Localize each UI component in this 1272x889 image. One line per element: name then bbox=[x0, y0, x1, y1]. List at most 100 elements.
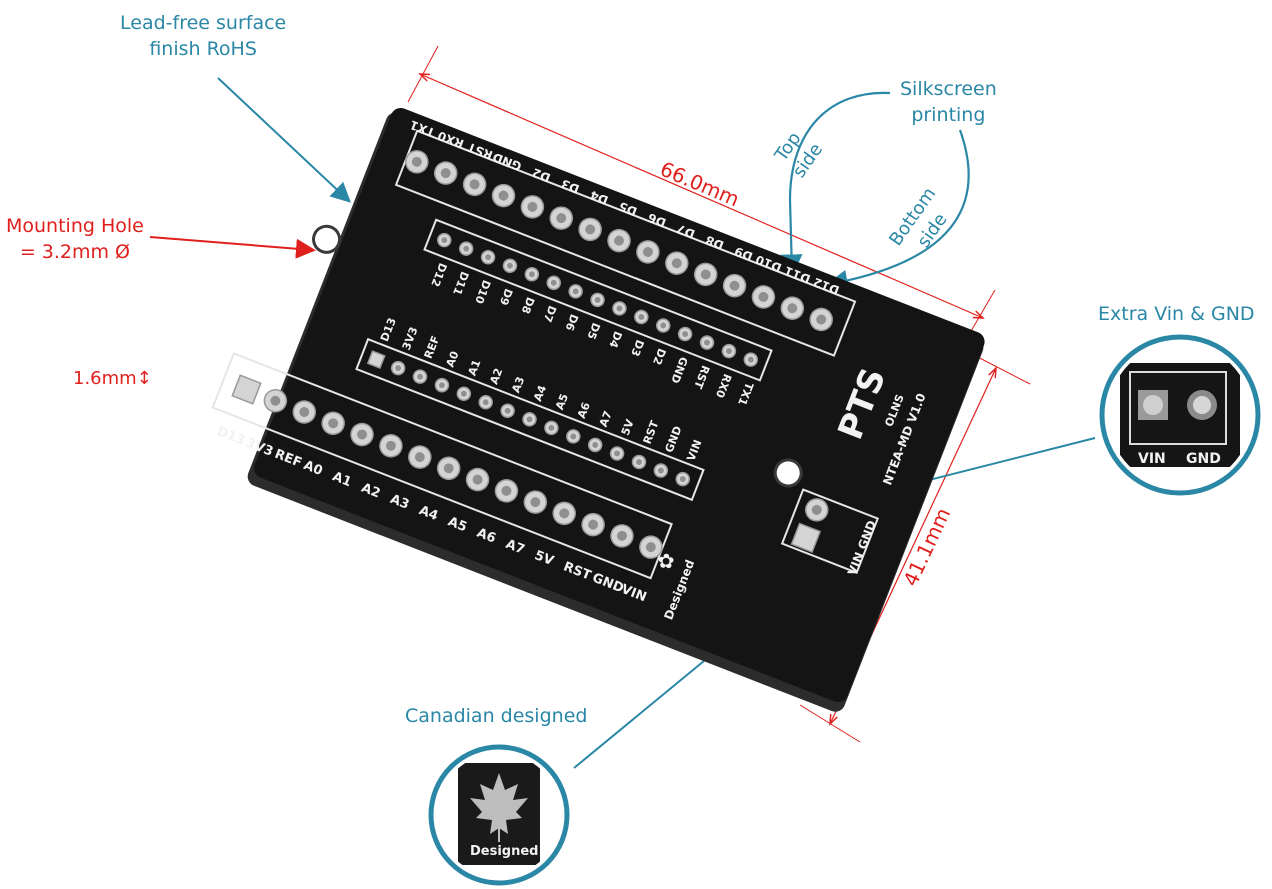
lead-free-note: Lead-free surface finish RoHS bbox=[120, 12, 287, 60]
bottom-row-label: A4 bbox=[417, 503, 440, 524]
bottom-row-pad-hole bbox=[357, 429, 367, 440]
upper-inner-outline bbox=[423, 218, 773, 382]
top-row-pad-hole bbox=[642, 246, 653, 257]
lower-inner-pad-hole bbox=[417, 373, 423, 380]
lower-inner-pad-hole bbox=[679, 476, 686, 483]
inset-gnd-label: GND bbox=[1186, 451, 1221, 467]
top-row-label: D2 bbox=[530, 165, 552, 185]
bottom-row-pad-hole bbox=[328, 418, 339, 429]
upper-inner-label: D2 bbox=[650, 346, 668, 366]
bottom-row-pad-hole bbox=[501, 485, 512, 496]
vin-gnd-round-pad-hole bbox=[811, 504, 822, 515]
upper-inner-pad-hole bbox=[528, 271, 535, 278]
upper-inner-pad-hole bbox=[660, 322, 667, 329]
bottom-row-label: 5V bbox=[532, 548, 555, 569]
lower-inner-pad-hole bbox=[439, 382, 445, 389]
upper-inner-pad-hole bbox=[441, 237, 448, 244]
upper-inner-label: D4 bbox=[606, 329, 624, 350]
lower-inner-label: A3 bbox=[509, 375, 527, 395]
upper-inner-pad-hole bbox=[725, 348, 732, 355]
bottom-row-pad-hole bbox=[270, 395, 281, 406]
extra-vin-gnd-note: Extra Vin & GND bbox=[1098, 303, 1255, 325]
upper-inner-pad-hole bbox=[704, 339, 710, 346]
bottom-row-label: A3 bbox=[388, 492, 411, 513]
bottom-row-label: A6 bbox=[475, 526, 498, 547]
lower-inner-label: A6 bbox=[575, 400, 593, 420]
top-row-pad-hole bbox=[758, 291, 769, 302]
top-row-pad-hole bbox=[787, 303, 798, 314]
upper-inner-pad-hole bbox=[550, 279, 557, 286]
upper-inner-pad-hole bbox=[507, 262, 513, 269]
top-row-label: D9 bbox=[733, 244, 755, 264]
bottom-row-pad-hole bbox=[559, 508, 570, 519]
upper-inner-pad-hole bbox=[463, 245, 470, 252]
bottom-row-label: A7 bbox=[503, 537, 526, 558]
bottom-row-pad-hole bbox=[588, 519, 599, 530]
lower-inner-pad-hole bbox=[636, 459, 642, 465]
mounting-hole-arrow bbox=[149, 236, 316, 259]
lower-inner-label: A1 bbox=[465, 358, 483, 378]
bottom-row-pad-hole bbox=[645, 542, 656, 553]
mounting-hole-left bbox=[312, 224, 342, 254]
thickness-label: 1.6mm↕ bbox=[73, 368, 152, 389]
upper-inner-label: D5 bbox=[584, 321, 602, 341]
length-dimension-line bbox=[420, 74, 983, 318]
bottom-row-label: A5 bbox=[446, 514, 469, 535]
pcb-surface bbox=[254, 107, 985, 703]
lower-inner-pad-hole bbox=[657, 467, 664, 474]
top-row-pad-hole bbox=[700, 269, 711, 280]
upper-inner-pad-hole bbox=[638, 314, 645, 320]
lower-inner-pad-hole bbox=[570, 433, 577, 440]
vin-gnd-square-pad bbox=[790, 522, 822, 554]
bottom-row-pad-hole bbox=[385, 440, 396, 451]
upper-inner-label: D3 bbox=[628, 338, 646, 358]
lower-inner-pad-hole bbox=[526, 416, 533, 423]
upper-inner-label: D8 bbox=[519, 295, 537, 315]
lower-inner-pad-hole bbox=[504, 407, 511, 414]
upper-inner-pad-hole bbox=[594, 296, 601, 303]
lower-inner-pad-hole bbox=[482, 399, 489, 406]
upper-inner-pad-hole bbox=[747, 356, 754, 363]
inset-designed-label: Designed bbox=[470, 844, 539, 859]
bottom-row-pad-hole bbox=[530, 497, 541, 508]
bottom-row-label: A1 bbox=[330, 469, 353, 490]
top-row-pad-hole bbox=[585, 224, 596, 235]
top-row-pad-hole bbox=[671, 258, 682, 269]
upper-inner-pad-hole bbox=[616, 305, 623, 312]
bottom-row-pad-hole bbox=[414, 452, 425, 463]
lower-inner-label: A4 bbox=[531, 383, 549, 403]
bottom-row-pad-hole bbox=[472, 474, 483, 485]
lower-inner-pad-hole bbox=[592, 442, 599, 448]
lead-free-arrow bbox=[217, 77, 351, 203]
lower-inner-label: A5 bbox=[553, 392, 571, 412]
lower-inner-label: A7 bbox=[597, 409, 615, 429]
mounting-hole-right bbox=[773, 458, 803, 488]
bottom-row-label: A0 bbox=[301, 458, 324, 479]
top-row-label: D7 bbox=[675, 221, 697, 241]
top-row-label: D6 bbox=[646, 210, 668, 230]
top-row-pad-hole bbox=[411, 156, 422, 167]
lower-inner-label: 5V bbox=[619, 417, 637, 437]
upper-inner-pad-hole bbox=[572, 288, 579, 295]
lower-inner-pad-hole bbox=[548, 424, 555, 431]
top-row-pad-hole bbox=[729, 280, 740, 291]
lower-inner-pad-hole bbox=[395, 365, 402, 372]
maple-leaf-inset-icon bbox=[470, 773, 528, 834]
mounting-hole-note: Mounting Hole = 3.2mm Ø bbox=[6, 215, 144, 263]
top-side-arrow bbox=[780, 91, 891, 277]
inset-vin-label: VIN bbox=[1138, 451, 1166, 467]
top-row-label: D4 bbox=[588, 188, 610, 208]
top-row-pad-hole bbox=[469, 179, 480, 190]
upper-inner-label: D6 bbox=[562, 312, 580, 333]
lower-inner-label: A0 bbox=[444, 349, 462, 369]
top-row-pad-hole bbox=[614, 235, 624, 246]
upper-inner-label: D9 bbox=[497, 287, 515, 307]
lower-inner-pad-hole bbox=[614, 450, 621, 457]
bottom-row-pad-hole bbox=[443, 463, 454, 474]
upper-inner-pad-hole bbox=[485, 254, 491, 261]
silkscreen-note: Silkscreen printing bbox=[900, 78, 997, 126]
